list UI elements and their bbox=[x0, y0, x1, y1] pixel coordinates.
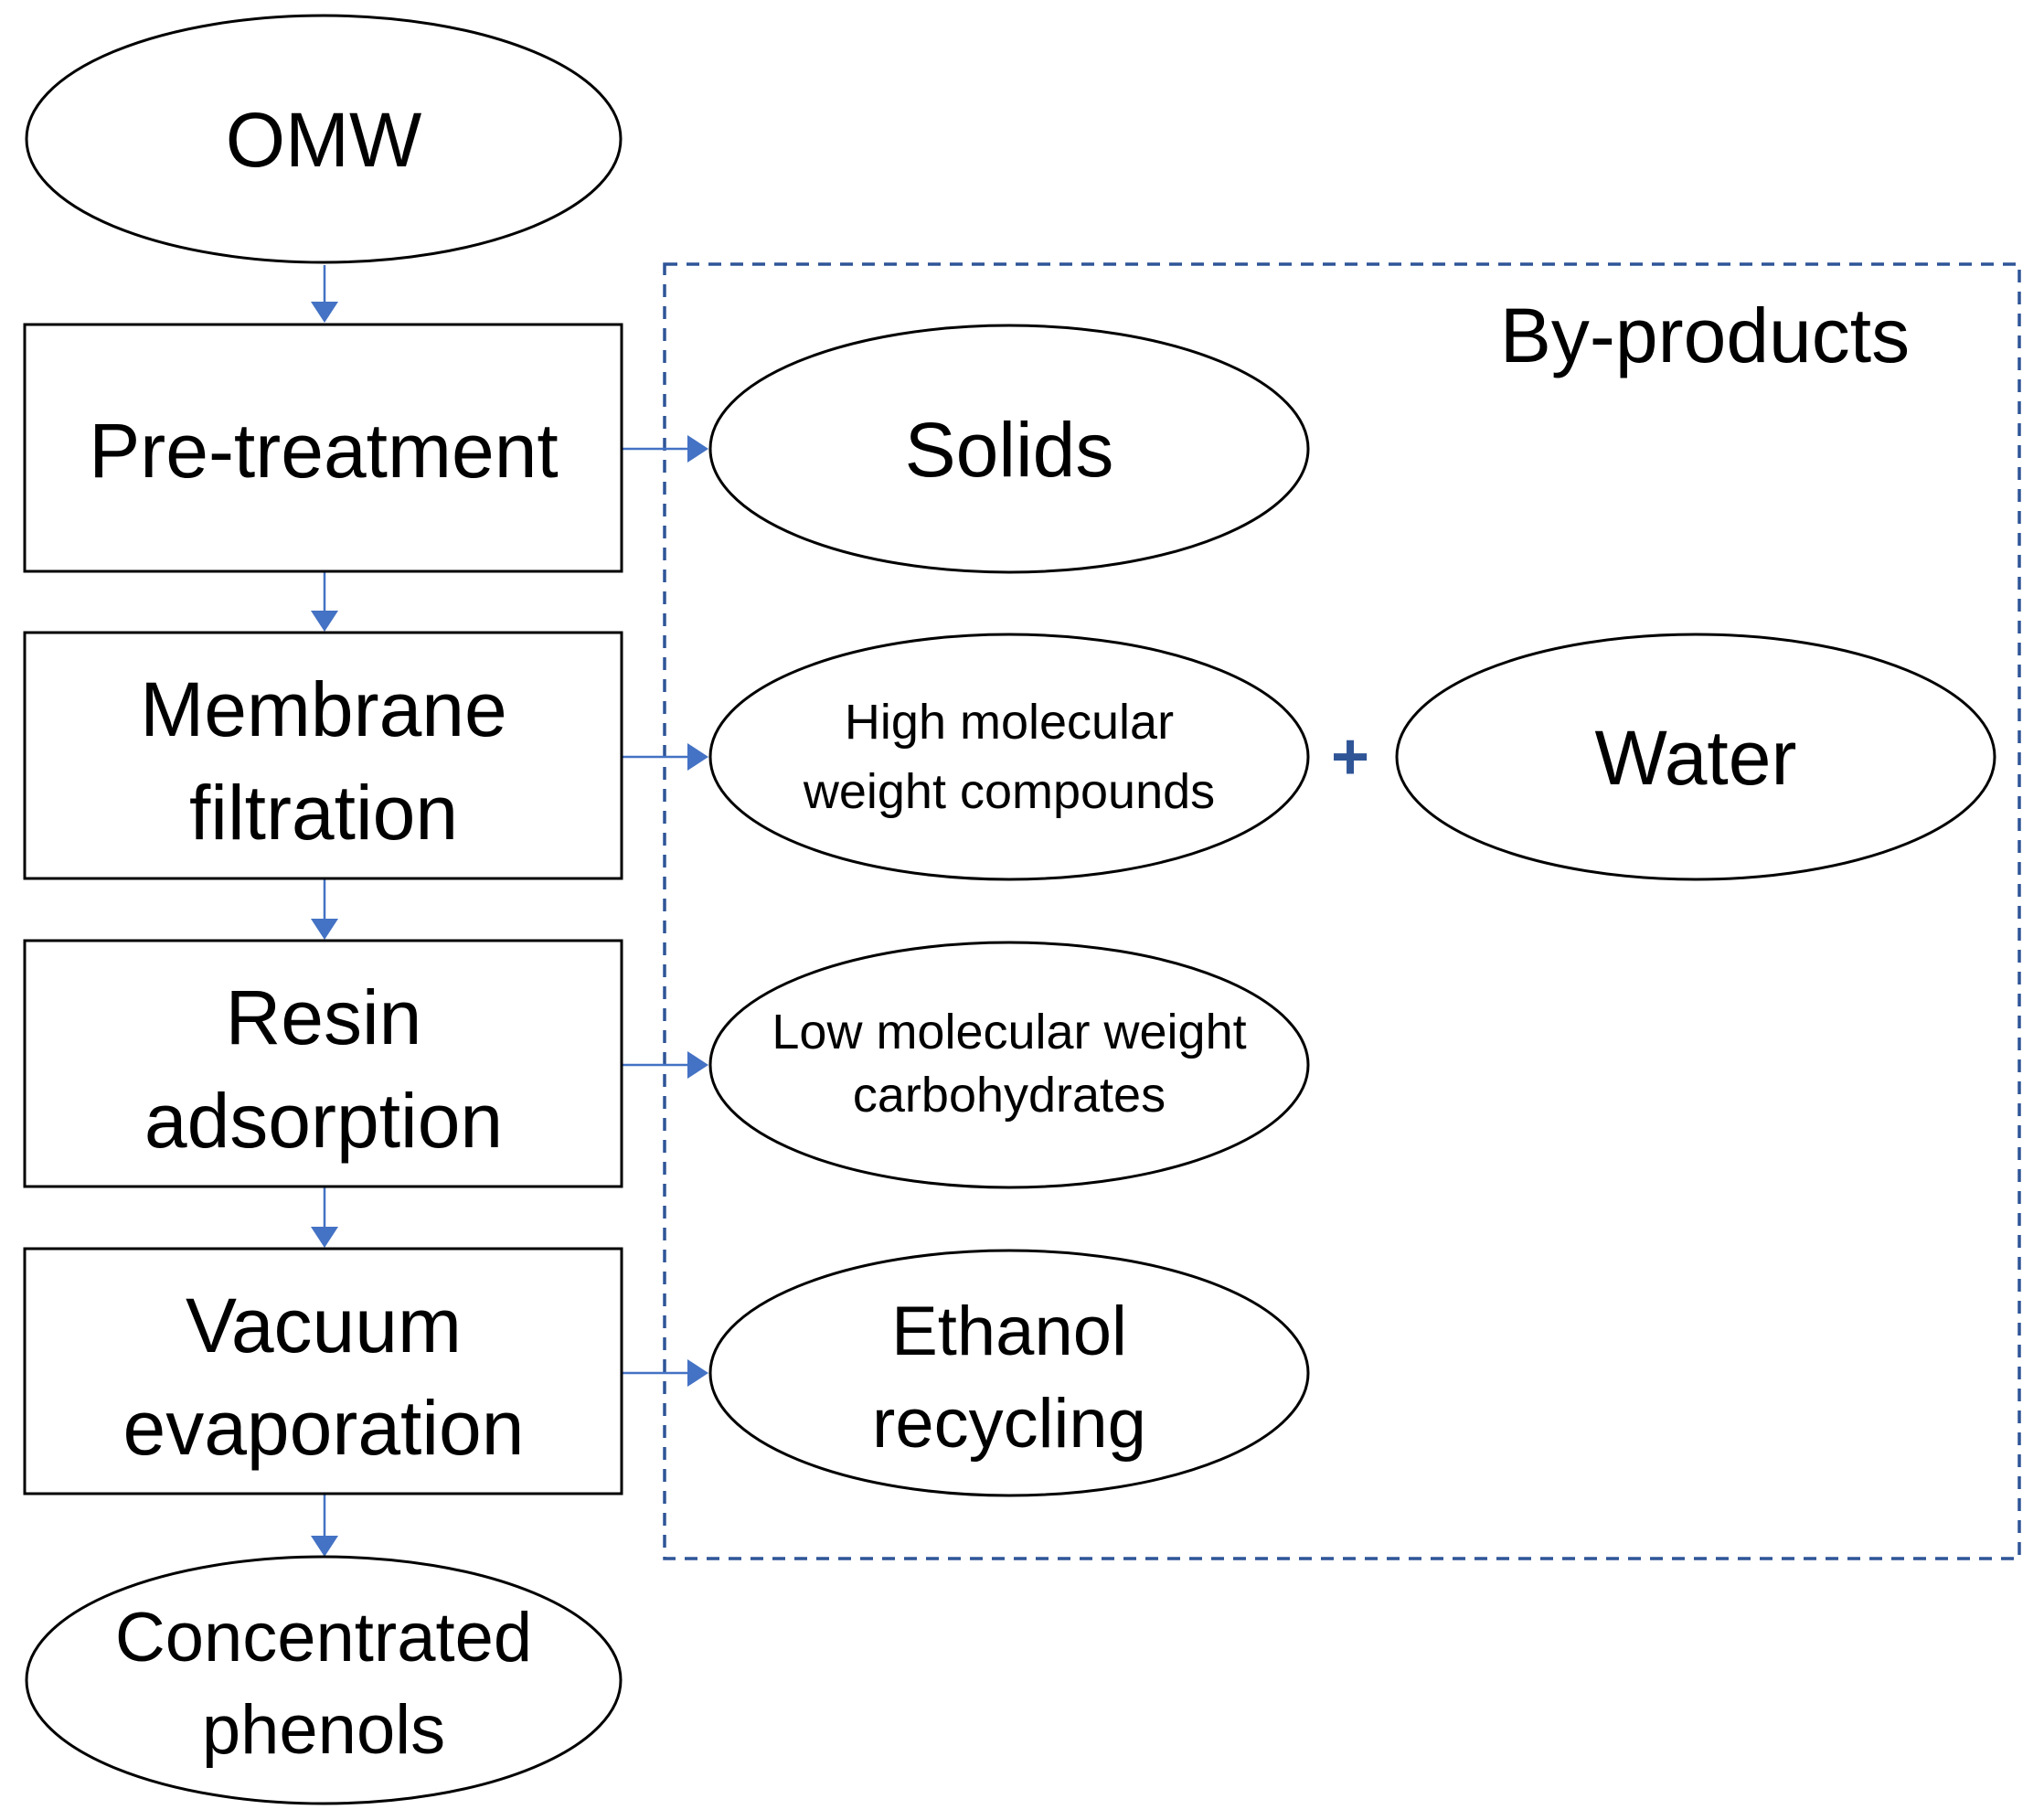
plus-icon: + bbox=[1331, 720, 1369, 793]
arrowhead-omw-to-pretreatment bbox=[311, 302, 338, 323]
node-pretreatment: Pre-treatment bbox=[23, 323, 623, 573]
node-omw: OMW bbox=[25, 14, 623, 264]
node-phenols-label-line1: Concentrated bbox=[115, 1599, 532, 1676]
node-pretreatment-shape bbox=[23, 323, 623, 573]
byproduct-lmw-label-line2: carbohydrates bbox=[853, 1068, 1166, 1123]
byproduct-lmw-label-line1: Low molecular weight bbox=[772, 1005, 1246, 1059]
node-membrane-label-line1: Membrane bbox=[140, 666, 507, 752]
byproduct-water: Water bbox=[1395, 633, 1996, 881]
byproduct-ethanol: Ethanol recycling bbox=[708, 1249, 1310, 1497]
byproduct-hmw-label-line1: High molecular bbox=[845, 695, 1174, 750]
arrowhead-vacuum-to-phenols bbox=[311, 1536, 338, 1557]
byproduct-hmw-shape bbox=[708, 633, 1310, 881]
byproduct-lmw: Low molecular weight carbohydrates bbox=[708, 941, 1310, 1189]
byproduct-hmw-label-line2: weight compounds bbox=[803, 764, 1215, 819]
node-omw-label: OMW bbox=[226, 97, 422, 183]
node-vacuum: Vacuum evaporation bbox=[23, 1247, 623, 1495]
byproduct-solids-label: Solids bbox=[905, 407, 1114, 493]
node-omw-shape bbox=[25, 14, 623, 264]
byproduct-solids: Solids bbox=[708, 324, 1310, 574]
byproduct-solids-shape bbox=[708, 324, 1310, 574]
byproduct-water-label: Water bbox=[1595, 715, 1797, 801]
byproduct-hmw: High molecular weight compounds bbox=[708, 633, 1310, 881]
node-membrane-label-line2: filtration bbox=[189, 770, 458, 856]
arrowhead-vacuum-to-ethanol bbox=[687, 1359, 708, 1387]
node-membrane: Membrane filtration bbox=[23, 631, 623, 880]
node-resin: Resin adsorption bbox=[23, 939, 623, 1188]
node-membrane-shape bbox=[23, 631, 623, 880]
arrowhead-pretreatment-to-membrane bbox=[311, 611, 338, 632]
arrowhead-resin-to-lmw bbox=[687, 1051, 708, 1079]
byproduct-lmw-shape bbox=[708, 941, 1310, 1189]
node-resin-label-line1: Resin bbox=[226, 974, 422, 1060]
arrowhead-resin-to-vacuum bbox=[311, 1227, 338, 1248]
node-resin-shape bbox=[23, 939, 623, 1188]
arrowhead-membrane-to-hmw bbox=[687, 743, 708, 771]
node-phenols: Concentrated phenols bbox=[25, 1555, 623, 1805]
byproduct-water-shape bbox=[1395, 633, 1996, 881]
node-phenols-shape bbox=[25, 1555, 623, 1805]
node-vacuum-shape bbox=[23, 1247, 623, 1495]
byproduct-ethanol-label-line1: Ethanol bbox=[891, 1293, 1127, 1370]
byproduct-ethanol-label-line2: recycling bbox=[872, 1385, 1146, 1463]
node-pretreatment-label: Pre-treatment bbox=[89, 408, 559, 494]
node-vacuum-label-line2: evaporation bbox=[123, 1385, 525, 1471]
node-resin-label-line2: adsorption bbox=[144, 1078, 503, 1164]
vertical-arrows bbox=[311, 265, 338, 1557]
arrowhead-pretreatment-to-solids bbox=[687, 435, 708, 463]
arrowhead-membrane-to-resin bbox=[311, 919, 338, 940]
byproducts-label: By-products bbox=[1500, 293, 1910, 378]
byproduct-ethanol-shape bbox=[708, 1249, 1310, 1497]
byproducts-frame bbox=[663, 262, 2021, 1560]
node-vacuum-label-line1: Vacuum bbox=[186, 1283, 462, 1368]
node-phenols-label-line2: phenols bbox=[202, 1691, 445, 1769]
horizontal-arrows bbox=[622, 435, 708, 1387]
